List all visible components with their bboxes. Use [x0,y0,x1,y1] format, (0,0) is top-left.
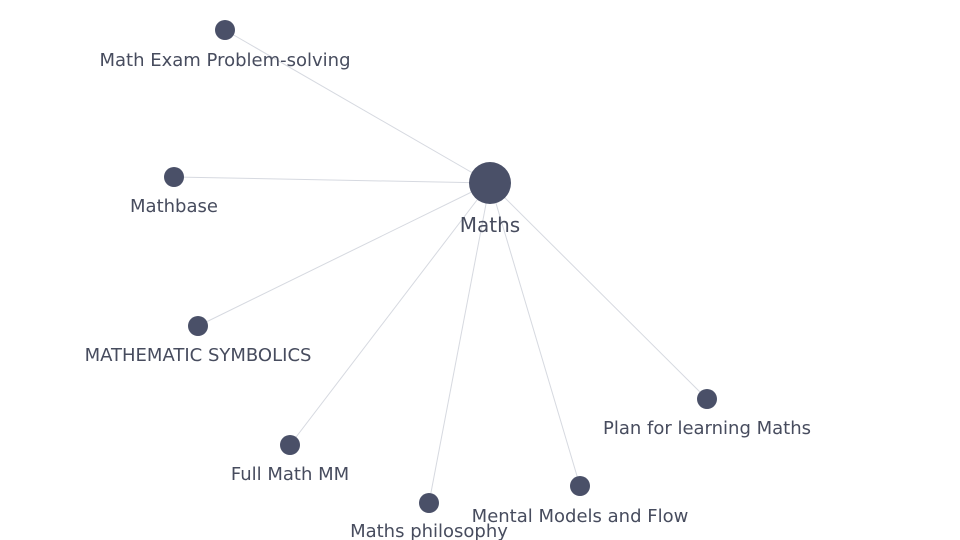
node-mental-models-and-flow[interactable]: Mental Models and Flow [472,476,689,527]
edge-full-math-mm [289,182,491,446]
node-dot[interactable] [570,476,590,496]
node-label: Plan for learning Maths [603,418,811,439]
edge-mental-models-and-flow [489,182,581,487]
node-full-math-mm[interactable]: Full Math MM [231,435,349,485]
node-dot[interactable] [419,493,439,513]
node-label: Mathbase [130,196,218,217]
node-dot[interactable] [697,389,717,409]
node-maths-philosophy[interactable]: Maths philosophy [350,493,508,540]
edge-math-exam-problem-solving [224,29,491,184]
node-dot[interactable] [164,167,184,187]
node-dot[interactable] [280,435,300,455]
node-maths[interactable]: Maths [460,162,520,237]
node-label: Full Math MM [231,464,349,485]
node-label: Maths philosophy [350,521,508,540]
node-plan-for-learning-maths[interactable]: Plan for learning Maths [603,389,811,439]
center-node-label: Maths [460,213,520,237]
node-mathematic-symbolics[interactable]: MATHEMATIC SYMBOLICS [85,316,312,366]
edge-mathbase [173,176,491,184]
node-dot[interactable] [215,20,235,40]
edge-plan-for-learning-maths [489,182,708,400]
node-math-exam-problem-solving[interactable]: Math Exam Problem-solving [99,20,351,71]
node-dot[interactable] [188,316,208,336]
edge-mathematic-symbolics [197,182,491,327]
node-label: MATHEMATIC SYMBOLICS [85,345,312,366]
node-label: Mental Models and Flow [472,506,689,527]
center-node-dot[interactable] [469,162,511,204]
node-mathbase[interactable]: Mathbase [130,167,218,217]
edges [173,29,708,504]
node-label: Math Exam Problem-solving [99,50,350,71]
edge-maths-philosophy [428,182,491,504]
